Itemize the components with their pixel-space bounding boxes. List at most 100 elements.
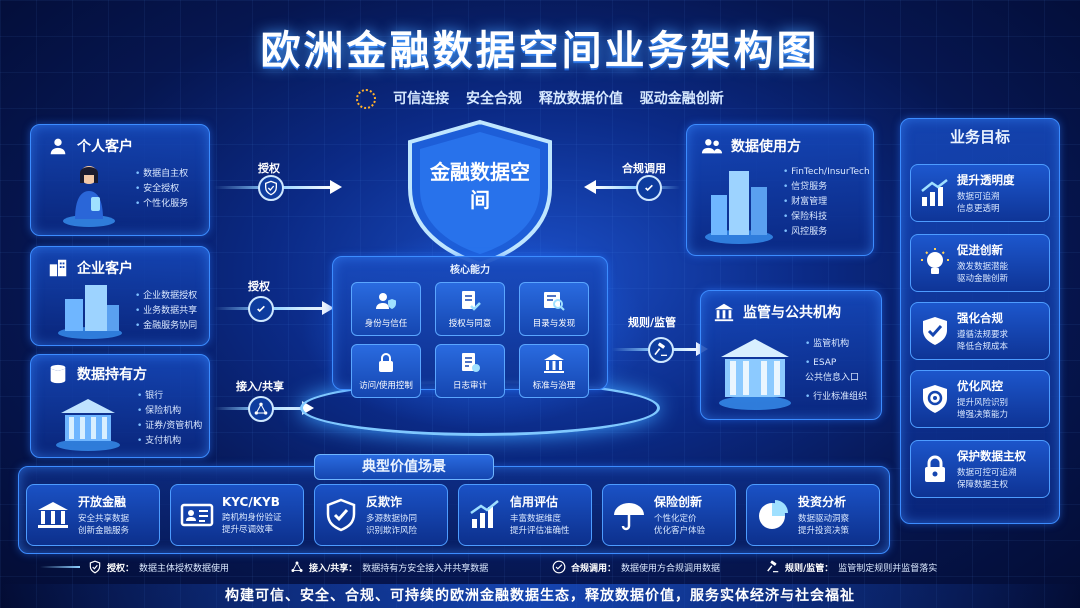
catalog-search-icon [544,292,565,311]
panel-data-holder: 数据持有方 银行 保险机构 证券/资管机构 支付机构 [30,354,210,458]
panel-title: 个人客户 [77,139,133,155]
core-capabilities-panel: 核心能力 身份与信任 授权与同意 目录与发现 访问/使用控制 日志审计 标准与治… [332,256,608,398]
panel-personal-customer: 个人客户 数据自主权 安全授权 个性化服务 [30,124,210,236]
bullet-item: 业务数据共享 [135,304,197,319]
document-check-icon [462,291,481,311]
share-nodes-icon [291,561,303,572]
shield-check-icon [923,317,947,345]
panel-title: 数据使用方 [731,139,801,155]
scenario-anti-fraud: 反欺诈多源数据协同识别欺诈风险 [314,484,448,546]
office-buildings-illustration-icon [58,285,122,339]
legend-item-access-share: 接入/共享：数据持有方安全接入并共享数据 [290,560,488,574]
buildings-icon [49,259,67,277]
scenario-credit-assessment: 信用评估丰富数据维度提升评估准确性 [458,484,592,546]
goal-innovation: 促进创新激发数据潜能驱动金融创新 [910,234,1050,292]
bullet-item: 保险机构 [137,404,202,419]
users-icon [701,139,723,154]
bullet-item: 风控服务 [783,225,870,240]
arrow-label-authorize: 授权 [258,162,280,175]
bullet-item: 银行 [137,389,202,404]
capability-identity-trust: 身份与信任 [351,282,421,336]
capability-authorization-consent: 授权与同意 [435,282,505,336]
ring-icon [356,89,377,109]
lightbulb-icon [921,248,949,274]
arrow-label-compliant-call: 合规调用 [622,162,666,175]
bullet-item: 安全授权 [135,182,188,197]
bullet-item: 企业数据授权 [135,289,197,304]
bank-icon [38,502,68,528]
scenario-open-finance: 开放金融安全共享数据创新金融服务 [26,484,160,546]
capability-catalog-discovery: 目录与发现 [519,282,589,336]
capability-standards-governance: 标准与治理 [519,344,589,398]
legend-item-compliant-call: 合规调用：数据使用方合规调用数据 [552,560,720,574]
shield-emblem-icon [408,119,552,267]
value-scenarios-title: 典型价值场景 [314,454,494,480]
gavel-icon [648,337,674,363]
panel-title: 数据持有方 [77,367,147,383]
id-card-icon [180,503,214,527]
bank-illustration-icon [56,399,120,451]
capability-log-audit: 日志审计 [435,344,505,398]
goal-risk-control: 优化风控提升风险识别增强决策能力 [910,370,1050,428]
arrow-head [330,180,342,194]
legend-item-rules-regulation: 规则/监管：监管制定规则并监督落实 [766,560,937,574]
goal-transparency: 提升透明度数据可追溯信息更透明 [910,164,1050,222]
bullet-item: ESAP 公共信息入口 [805,356,867,386]
panel-bullets: 数据自主权 安全授权 个性化服务 [135,167,188,212]
panel-enterprise-customer: 企业客户 企业数据授权 业务数据共享 金融服务协同 [30,246,210,346]
panel-bullets: 银行 保险机构 证券/资管机构 支付机构 [137,389,202,449]
check-circle-icon [636,175,662,201]
arrow-label-authorize: 授权 [248,280,270,293]
goal-data-sovereignty: 保护数据主权数据可控可追溯保障数据主权 [910,440,1050,498]
bank-icon [544,354,564,373]
footer-slogan: 构建可信、安全、合规、可持续的欧洲金融数据生态，释放数据价值，服务实体经济与社会… [0,584,1080,608]
panel-regulator-public: 监管与公共机构 监管机构 ESAP 公共信息入口 行业标准组织 [700,290,882,420]
log-audit-icon [462,353,480,372]
scenario-investment-analysis: 投资分析数据驱动洞察提升投资决策 [746,484,880,546]
bullet-item: 金融服务协同 [135,319,197,334]
panel-title: 监管与公共机构 [743,305,841,321]
shield-check-icon [89,560,101,574]
subtitle: 可信连接 安全合规 释放数据价值 驱动金融创新 [0,88,1080,109]
panel-title: 企业客户 [77,261,133,277]
subtitle-item: 释放数据价值 [538,91,623,107]
shield-check-icon [326,498,356,532]
subtitle-item: 驱动金融创新 [639,91,724,107]
business-goals-title: 业务目标 [949,128,1010,146]
bullet-item: 数据自主权 [135,167,188,182]
bullet-item: 信贷服务 [783,180,870,195]
bullet-item: FinTech/InsurTech [783,165,870,180]
subtitle-item: 可信连接 [393,91,450,107]
scenario-insurance-innovation: 保险创新个性化定价优化客户体验 [602,484,736,546]
person-illustration-icon [63,166,115,227]
target-shield-icon [923,385,947,413]
umbrella-icon [614,503,644,531]
bar-chart-icon [470,500,499,528]
bullet-item: 支付机构 [137,434,202,449]
bullet-item: 行业标准组织 [805,390,867,405]
institution-icon [714,303,734,322]
core-shield-title: 金融数据空间 [430,160,530,212]
check-circle-icon [248,296,274,322]
core-capabilities-title: 核心能力 [450,265,490,276]
arrow-label-access-share: 接入/共享 [236,380,285,393]
person-icon [50,138,66,155]
chart-up-icon [921,179,948,206]
lock-icon [925,455,945,482]
panel-bullets: FinTech/InsurTech 信贷服务 财富管理 保险科技 风控服务 [783,165,870,240]
bullet-item: 监管机构 [805,337,867,352]
check-circle-icon [552,560,566,574]
courthouse-illustration-icon [719,339,791,410]
gavel-icon [767,560,779,573]
legend-arrow-line [40,566,80,568]
arrow-label-rules-regulation: 规则/监管 [628,316,677,329]
share-nodes-icon [248,396,274,422]
capability-access-control: 访问/使用控制 [351,344,421,398]
goal-compliance: 强化合规遵循法规要求降低合规成本 [910,302,1050,360]
database-icon [50,364,66,384]
shield-check-icon [258,175,284,201]
bullet-item: 个性化服务 [135,197,188,212]
page-title: 欧洲金融数据空间业务架构图 [260,28,820,74]
bullet-item: 财富管理 [783,195,870,210]
